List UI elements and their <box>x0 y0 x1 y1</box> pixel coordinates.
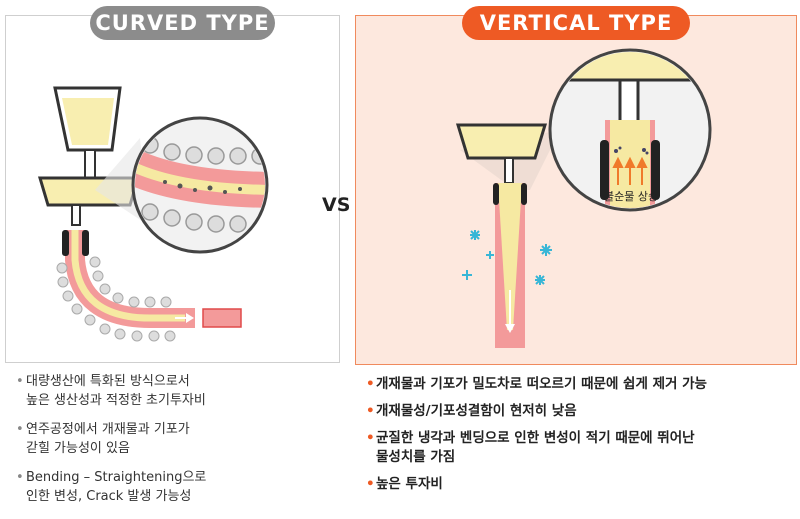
note-item: •높은 투자비 <box>366 476 443 492</box>
note-item: •개재물과 기포가 밀도차로 떠오르기 때문에 쉽게 제거 가능 <box>366 376 707 392</box>
note-text: 연주공정에서 개재물과 기포가 갇힐 가능성이 있음 <box>26 422 190 456</box>
vertical-magnifier <box>548 48 712 212</box>
note-item: •개재물성/기포성결함이 현저히 낮음 <box>366 403 577 419</box>
note-item: •연주공정에서 개재물과 기포가 갇힐 가능성이 있음 <box>16 422 190 456</box>
note-text: 균질한 냉각과 벤딩으로 인한 변성이 적기 때문에 뛰어난 물성치를 가짐 <box>376 430 695 465</box>
curved-notes: •대량생산에 특화된 방식으로서 높은 생산성과 적정한 초기투자비 •연주공정… <box>16 372 346 516</box>
note-text: 대량생산에 특화된 방식으로서 높은 생산성과 적정한 초기투자비 <box>26 374 206 408</box>
curved-strand <box>56 230 242 342</box>
note-text: 높은 투자비 <box>376 476 443 492</box>
curved-magnifier <box>95 116 269 254</box>
vertical-machine <box>455 123 560 348</box>
note-text: 개재물과 기포가 밀도차로 떠오르기 때문에 쉽게 제거 가능 <box>376 376 707 392</box>
note-item: •Bending – Straightening으로 인한 변성, Crack … <box>16 470 207 504</box>
note-text: 개재물성/기포성결함이 현저히 낮음 <box>376 403 577 419</box>
note-item: •균질한 냉각과 벤딩으로 인한 변성이 적기 때문에 뛰어난 물성치를 가짐 <box>366 430 695 465</box>
vs-label: VS <box>322 194 351 216</box>
impurity-rise-label: 불순물 상승 <box>604 190 659 203</box>
vertical-type-title: VERTICAL TYPE <box>462 6 690 40</box>
note-item: •대량생산에 특화된 방식으로서 높은 생산성과 적정한 초기투자비 <box>16 374 206 408</box>
curved-type-title: CURVED TYPE <box>90 6 275 40</box>
vertical-notes: •개재물과 기포가 밀도차로 떠오르기 때문에 쉽게 제거 가능 •개재물성/기… <box>366 375 796 502</box>
note-text: Bending – Straightening으로 인한 변성, Crack 발… <box>26 470 207 504</box>
